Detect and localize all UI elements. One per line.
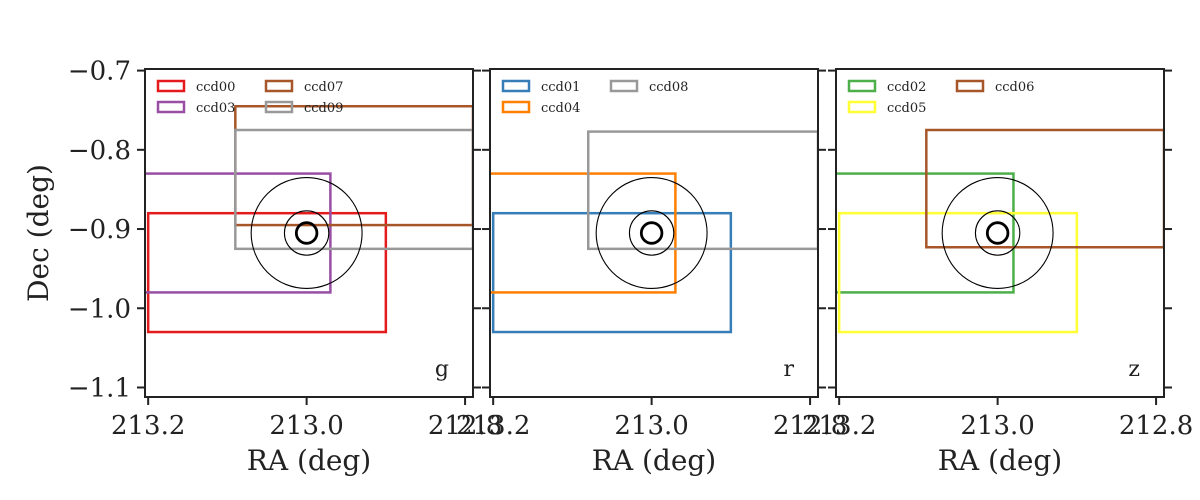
y-tick-label: −0.8 <box>68 136 131 166</box>
target-circle-2 <box>941 176 1054 290</box>
legend-item-ccd03: ccd03 <box>156 100 235 116</box>
legend: ccd00 ccd03 ccd07 ccd09 <box>156 79 343 116</box>
x-axis-label: RA (deg) <box>247 444 371 477</box>
ccd-footprint-ccd06 <box>925 128 1164 249</box>
panel-g: −0.7 −0.8 −0.9 −1.0 −1.1 213.2 213.0 212.8 RA (d… <box>68 57 502 477</box>
legend-label: ccd01 <box>541 80 580 95</box>
legend-item-ccd01: ccd01 <box>501 79 580 95</box>
legend-label: ccd00 <box>196 80 235 95</box>
legend: ccd01 ccd04 ccd08 <box>501 79 688 116</box>
legend-item-ccd02: ccd02 <box>847 79 926 95</box>
x-tick-label: 212.8 <box>428 411 502 441</box>
target-circle-0 <box>985 221 1010 245</box>
panel-frame <box>835 68 1165 398</box>
legend: ccd02 ccd05 ccd06 <box>847 79 1034 116</box>
legend-item-ccd06: ccd06 <box>955 79 1034 95</box>
band-label: z <box>1128 357 1140 382</box>
target-circle-0 <box>294 221 319 245</box>
x-tick-label: 213.0 <box>269 411 343 441</box>
legend-item-ccd00: ccd00 <box>156 79 235 95</box>
legend-swatch <box>609 79 639 93</box>
ccd-footprint-ccd05 <box>837 211 1079 334</box>
x-tick-label: 212.8 <box>1119 411 1193 441</box>
legend-swatch <box>501 79 531 93</box>
ccd-footprint-ccd09 <box>234 128 473 251</box>
target-circle-1 <box>974 210 1021 256</box>
legend-label: ccd02 <box>887 80 926 95</box>
panel-plot-area <box>145 104 473 334</box>
x-tick-label: 213.2 <box>111 411 185 441</box>
x-tick-label: 212.8 <box>773 411 847 441</box>
legend-label: ccd08 <box>649 80 688 95</box>
x-tick-label: 213.0 <box>614 411 688 441</box>
legend-label: ccd06 <box>995 80 1034 95</box>
x-tick-label: 213.2 <box>456 411 530 441</box>
target-circle-0 <box>639 221 664 245</box>
panel-frame <box>144 68 474 398</box>
legend-swatch <box>264 79 294 93</box>
target-circle-1 <box>283 210 330 256</box>
legend-swatch <box>847 100 877 114</box>
legend-label: ccd03 <box>196 101 235 116</box>
legend-swatch <box>955 79 985 93</box>
ccd-footprint-ccd01 <box>491 211 733 334</box>
y-tick-label: −1.0 <box>68 294 131 324</box>
ccd-footprint-ccd08 <box>586 130 818 251</box>
x-axis-label: RA (deg) <box>938 444 1062 477</box>
x-tick-label: 213.2 <box>802 411 876 441</box>
x-tick-label: 213.0 <box>960 411 1034 441</box>
legend-swatch <box>501 100 531 114</box>
panel-r: 213.2 213.0 212.8 RA (deg) r ccd01 ccd04 ccd08 <box>456 68 847 477</box>
legend-label: ccd09 <box>304 101 343 116</box>
legend-item-ccd05: ccd05 <box>847 100 926 116</box>
legend-swatch <box>156 79 186 93</box>
legend-swatch <box>264 100 294 114</box>
ccd-footprint-ccd00 <box>146 211 388 334</box>
panel-plot-area <box>836 128 1164 334</box>
x-axis-label: RA (deg) <box>592 444 716 477</box>
legend-item-ccd04: ccd04 <box>501 100 580 116</box>
legend-swatch <box>847 79 877 93</box>
target-circle-2 <box>595 176 708 290</box>
panel-frame <box>489 68 819 398</box>
ccd-footprint-ccd04 <box>490 172 677 294</box>
ccd-footprint-ccd02 <box>836 172 1015 294</box>
y-axis-label: Dec (deg) <box>22 164 55 302</box>
legend-label: ccd05 <box>887 101 926 116</box>
legend-swatch <box>156 100 186 114</box>
panel-z: 213.2 213.0 212.8 RA (deg) z ccd02 ccd05 ccd06 <box>802 68 1193 477</box>
ccd-footprint-ccd07 <box>234 104 473 227</box>
y-tick-label: −0.9 <box>68 215 131 245</box>
legend-item-ccd08: ccd08 <box>609 79 688 95</box>
legend-label: ccd07 <box>304 80 343 95</box>
target-circle-1 <box>628 210 675 256</box>
legend-item-ccd09: ccd09 <box>264 100 343 116</box>
panel-plot-area <box>490 130 818 334</box>
band-label: r <box>783 357 794 382</box>
y-tick-label: −1.1 <box>68 373 131 403</box>
legend-item-ccd07: ccd07 <box>264 79 343 95</box>
target-circle-2 <box>250 176 363 290</box>
legend-label: ccd04 <box>541 101 580 116</box>
band-label: g <box>435 357 449 382</box>
y-tick-label: −0.7 <box>68 57 131 87</box>
